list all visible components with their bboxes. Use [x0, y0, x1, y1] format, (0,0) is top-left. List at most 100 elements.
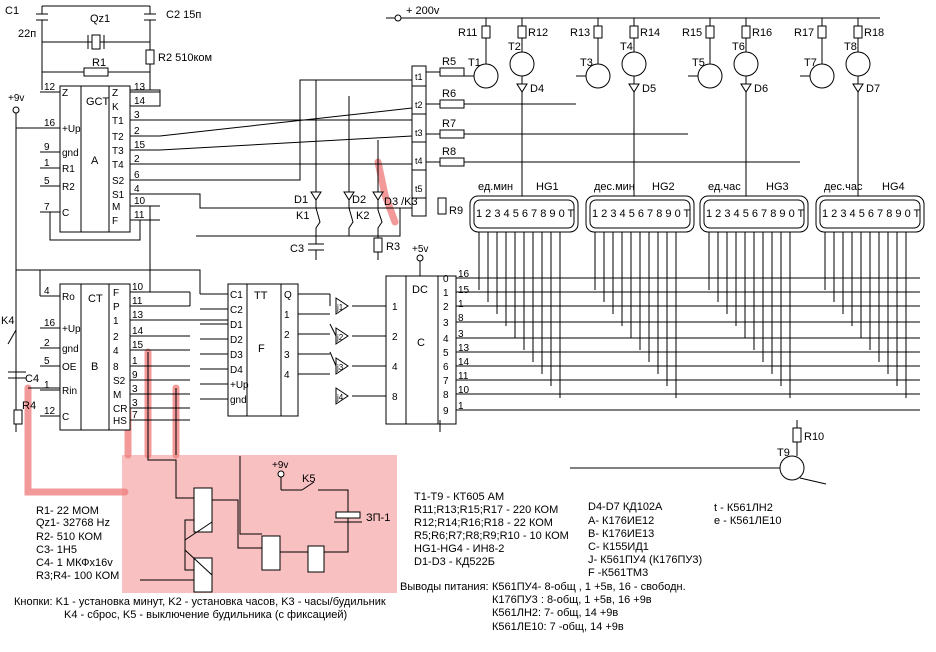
svg-text:D1-D3 - КД522Б: D1-D3 - КД522Б — [414, 556, 495, 568]
c1-value: 22п — [18, 28, 36, 40]
chip-b-rpin-3: 14 — [132, 326, 144, 337]
resistor-r6: R6 — [442, 88, 456, 100]
chip-b-rpin-2: 13 — [132, 310, 144, 321]
svg-text:Кнопки: K1 - установка минут,: Кнопки: K1 - установка минут, K2 - устан… — [14, 596, 386, 608]
chip-a-pin-2: 9 — [44, 142, 50, 153]
wire-8 — [160, 79, 412, 181]
chip-a-pin-5: 7 — [44, 202, 50, 213]
tube-digits-1: 1 2 3 4 5 6 7 8 9 0 T — [476, 208, 575, 220]
tube-name-3: HG3 — [766, 181, 789, 193]
diode-d7: D7 — [866, 83, 880, 95]
chip-c-left-0: 1 — [392, 302, 398, 313]
gate-e3 — [261, 535, 281, 571]
transistor-t1: T1 — [468, 57, 481, 69]
chip-b-right-5: 8 — [113, 362, 119, 373]
chip-a-rpin-0: 13 — [134, 82, 146, 93]
chip-b-rpin-8: 3 — [132, 398, 138, 409]
c1-label: C1 — [5, 5, 19, 17]
chip-a-left-3: R1 — [62, 164, 75, 175]
svg-text:К561ЛН2: 7- общ, 14 +9в: К561ЛН2: 7- общ, 14 +9в — [492, 607, 618, 619]
svg-text:K4 - сброс, K5 - выключение бу: K4 - сброс, K5 - выключение будильника (… — [64, 609, 347, 621]
chip-b-type: CT — [88, 293, 103, 305]
chip-c-left-1: 2 — [392, 332, 398, 343]
chip-a-rpin-6: 6 — [134, 170, 140, 181]
wire-13 — [189, 292, 228, 321]
chip-a-left-4: R2 — [62, 182, 75, 193]
dc-pin-5: 13 — [458, 343, 470, 354]
tube-label-2: дес.мин — [594, 181, 635, 193]
chip-a-type: GCT — [86, 96, 110, 108]
chip-a-name: A — [91, 155, 99, 167]
tube-digits-2: 1 2 3 4 5 6 7 8 9 0 T — [592, 208, 691, 220]
resistor-r14: R14 — [640, 27, 660, 39]
chip-b-left-5: C — [62, 412, 69, 423]
dc-output-7: 7 — [443, 376, 449, 387]
chip-a-left-0: Z — [62, 88, 68, 99]
wire-6 — [159, 135, 413, 151]
chip-b-right-1: P — [113, 302, 120, 313]
svg-text:HG1-HG4 - ИН8-2: HG1-HG4 - ИН8-2 — [414, 543, 504, 555]
tube-digits-4: 1 2 3 4 5 6 7 8 9 0 T — [822, 208, 921, 220]
dc-pin-9: 1 — [458, 401, 464, 412]
tube-label-4: дес.час — [824, 181, 863, 193]
chip-b-rpin-4: 15 — [132, 340, 144, 351]
resistor-r15: R15 — [682, 27, 702, 39]
svg-text:R2- 510 КОМ: R2- 510 КОМ — [36, 531, 102, 543]
chip-a-right-6: S2 — [112, 176, 125, 187]
gate-e2 — [193, 557, 213, 593]
chip-f-right-4: 4 — [284, 370, 290, 381]
d2-label: D2 — [352, 194, 366, 206]
svg-text:К176ПУ3 : 8-общ, 1 +5в, 16 +9в: К176ПУ3 : 8-общ, 1 +5в, 16 +9в — [492, 594, 652, 606]
chip-f-type: TT — [254, 290, 268, 302]
transistor-t6: T6 — [732, 41, 745, 53]
gate-e1 — [193, 487, 213, 533]
wire-23 — [239, 456, 262, 535]
chip-f-left-3: D2 — [230, 335, 243, 346]
dc-output-4: 4 — [443, 334, 449, 345]
svg-text:R12;R14;R16;R18 - 22 КОМ: R12;R14;R16;R18 - 22 КОМ — [414, 517, 553, 529]
k4-label: K4 — [1, 315, 14, 327]
c3-label: C3 — [290, 243, 304, 255]
chip-a-pin-1: 16 — [44, 118, 56, 129]
chip-b-right-7: M — [113, 390, 121, 401]
chip-b-left-2: gnd — [62, 344, 79, 355]
resistor-r18: R18 — [864, 27, 884, 39]
chip-b-rpin-5: 1 — [132, 356, 138, 367]
wire-9 — [160, 193, 412, 209]
chip-a-rpin-7: 4 — [134, 184, 140, 195]
resistor-r12: R12 — [528, 27, 548, 39]
chip-b-pin-3: 5 — [44, 356, 50, 367]
chip-f-right-3: 3 — [284, 350, 290, 361]
svg-text:B- К176ИЕ13: B- К176ИЕ13 — [588, 528, 654, 540]
chip-a-rpin-5: 2 — [134, 154, 140, 165]
wire-1 — [16, 269, 201, 294]
chip-a-rpin-3: 2 — [134, 126, 140, 137]
transistor-t3: T3 — [580, 57, 593, 69]
chip-b-rpin-9: 7 — [132, 410, 138, 421]
chip-b-right-6: S2 — [113, 376, 126, 387]
r9-label: R9 — [449, 205, 463, 217]
chip-b-left-0: Ro — [62, 292, 75, 303]
legend-far: t - К561ЛН2 e - К561ЛЕ10 — [714, 502, 781, 527]
chip-f-left-6: +Up — [230, 380, 249, 391]
dc-output-8: 8 — [443, 390, 449, 401]
chip-a-right-0: Z — [112, 88, 118, 99]
svg-text:Qz1- 32768 Hz: Qz1- 32768 Hz — [36, 517, 110, 529]
chip-f-left-1: C2 — [230, 305, 243, 316]
chip-b-right-4: 4 — [113, 346, 119, 357]
svg-text:К561ПУ4- 8-общ , 1 +5в, 16 - с: К561ПУ4- 8-общ , 1 +5в, 16 - свободн. — [492, 581, 686, 593]
transistor-t5: T5 — [692, 57, 705, 69]
dc-pin-4: 3 — [458, 329, 464, 340]
dc-output-2: 2 — [443, 302, 449, 313]
chip-a-left-1: +Up — [62, 124, 81, 135]
chip-a-right-7: S1 — [112, 190, 125, 201]
gate-j2: j2 — [336, 333, 344, 342]
legend-right: D4-D7 КД102А A- К176ИЕ12 B- К176ИЕ13 C- … — [588, 501, 702, 579]
gate-t5: t5 — [415, 184, 423, 194]
chip-f-right-2: 2 — [284, 330, 290, 341]
chip-b-rpin-6: 9 — [132, 370, 138, 381]
chip-b-pin-5: 12 — [44, 406, 56, 417]
k5-label: K5 — [302, 473, 315, 485]
transistor-t7: T7 — [804, 57, 817, 69]
dc-output-9: 9 — [443, 406, 449, 417]
